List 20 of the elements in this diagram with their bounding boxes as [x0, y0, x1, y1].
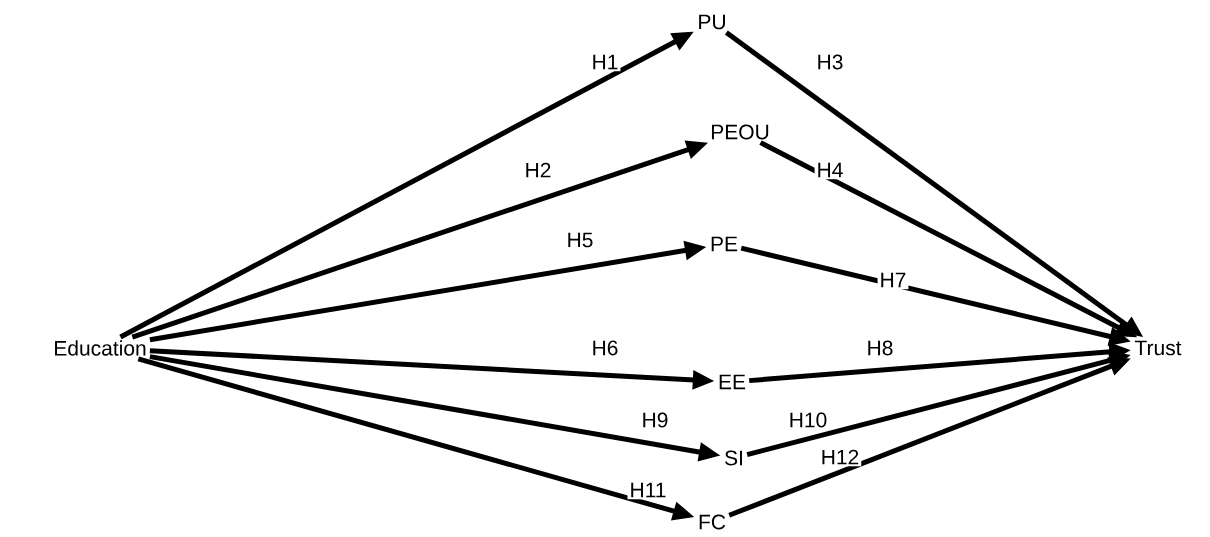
edge-label: H6 — [589, 338, 621, 358]
edge-label: H4 — [814, 160, 846, 180]
edge-label: H2 — [522, 160, 554, 180]
node-label: Education — [55, 340, 146, 356]
edge-label: H5 — [564, 230, 596, 250]
node-label: FC — [699, 514, 726, 530]
edge-label: H3 — [814, 52, 846, 72]
edge-label: H1 — [589, 52, 621, 72]
node-label: PE — [711, 236, 738, 252]
node-label: SI — [725, 450, 742, 466]
edge-label: H7 — [877, 270, 909, 290]
edge-label: H12 — [818, 447, 862, 467]
edge-label: H9 — [639, 410, 671, 430]
edge-label: H11 — [627, 480, 669, 500]
node-label: EE — [719, 374, 746, 390]
node-label: PU — [699, 14, 725, 30]
edge-label: H8 — [864, 338, 896, 358]
node-label: PEOU — [712, 124, 769, 140]
node-label: Trust — [1134, 340, 1182, 356]
edge-label: H10 — [786, 410, 830, 430]
